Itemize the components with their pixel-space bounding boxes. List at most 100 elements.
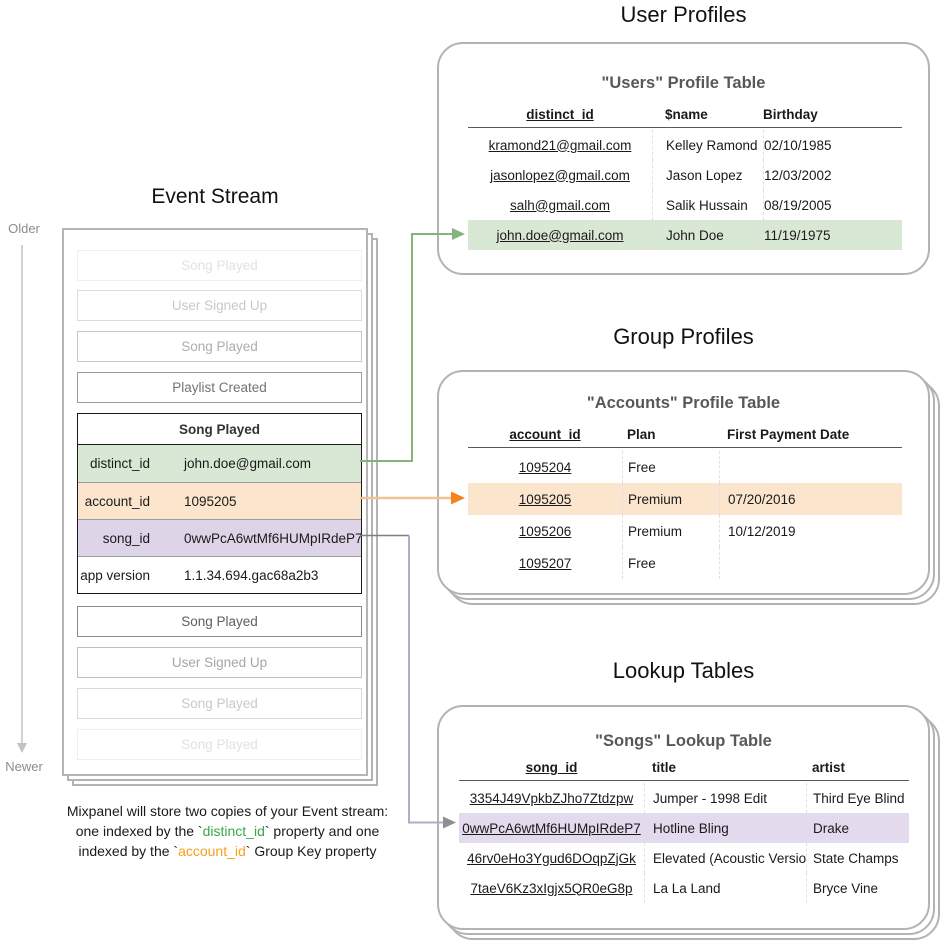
title-cell: Hotline Bling xyxy=(644,813,806,843)
timeline-arrow xyxy=(17,245,27,753)
column-header: song_id xyxy=(525,760,578,775)
event-property-account-id: account_id 1095205 xyxy=(78,482,361,519)
title-cell: La La Land xyxy=(644,873,806,903)
event-item: Song Played xyxy=(77,688,362,719)
highlighted-table-row: 1095205 Premium 07/20/2016 xyxy=(468,483,902,515)
caption-line-3: indexed by the `account_id` Group Key pr… xyxy=(78,843,377,859)
diagram-caption: Mixpanel will store two copies of your E… xyxy=(15,801,440,861)
expanded-event-name: Song Played xyxy=(78,414,361,445)
artist-cell: Drake xyxy=(806,813,909,843)
users-profile-card: "Users" Profile Table distinct_id $name … xyxy=(437,42,930,275)
lookup-tables-title: Lookup Tables xyxy=(612,658,755,683)
column-header: artist xyxy=(812,760,846,775)
column-header: Birthday xyxy=(763,107,818,122)
birthday-cell: 11/19/1975 xyxy=(763,220,902,250)
table-row: salh@gmail.com Salik Hussain 08/19/2005 xyxy=(468,190,902,220)
accounts-table-header: account_id Plan First Payment Date xyxy=(468,422,902,448)
song-id-cell: 0wwPcA6wtMf6HUMpIRdeP7 xyxy=(462,820,641,836)
song-id-cell: 46rv0eHo3Ygud6DOqpZjGk xyxy=(467,850,636,866)
songs-table-body: 3354J49VpkbZJho7Ztdzpw Jumper - 1998 Edi… xyxy=(459,783,909,903)
name-cell: Kelley Ramond xyxy=(652,130,763,160)
property-value: 1.1.34.694.gac68a2b3 xyxy=(184,567,319,583)
plan-cell: Free xyxy=(622,547,719,579)
table-row: jasonlopez@gmail.com Jason Lopez 12/03/2… xyxy=(468,160,902,190)
property-key: distinct_id xyxy=(89,456,150,471)
users-table-header: distinct_id $name Birthday xyxy=(468,102,902,128)
table-row: 1095207 Free xyxy=(468,547,902,579)
distinct-id-cell: salh@gmail.com xyxy=(510,197,610,213)
song-id-cell: 3354J49VpkbZJho7Ztdzpw xyxy=(469,790,634,806)
event-property-song-id: song_id 0wwPcA6wtMf6HUMpIRdeP7 xyxy=(78,519,363,556)
accounts-table-body: 1095204 Free 1095205 Premium 07/20/2016 … xyxy=(468,451,902,579)
property-value: 1095205 xyxy=(184,493,237,509)
song-id-cell: 7taeV6Kz3xIgjx5QR0eG8p xyxy=(470,880,633,896)
column-header: $name xyxy=(665,107,708,122)
plan-cell: Premium xyxy=(622,483,719,515)
event-item: Song Played xyxy=(77,250,362,281)
highlighted-table-row: 0wwPcA6wtMf6HUMpIRdeP7 Hotline Bling Dra… xyxy=(459,813,909,843)
name-cell: Jason Lopez xyxy=(652,160,763,190)
distinct-id-cell: kramond21@gmail.com xyxy=(488,137,632,153)
property-key: account_id xyxy=(84,493,150,509)
property-value: 0wwPcA6wtMf6HUMpIRdeP7 xyxy=(184,530,363,546)
event-stream-title: Event Stream xyxy=(151,185,279,208)
songs-table-header: song_id title artist xyxy=(459,755,909,781)
column-header: distinct_id xyxy=(526,107,594,122)
event-item: Song Played xyxy=(77,331,362,362)
birthday-cell: 08/19/2005 xyxy=(763,190,902,220)
event-property-app-version: app version 1.1.34.694.gac68a2b3 xyxy=(78,556,361,593)
distinct-id-code: distinct_id xyxy=(202,823,265,839)
property-key: song_id xyxy=(102,530,150,546)
event-property-distinct-id: distinct_id john.doe@gmail.com xyxy=(78,445,361,482)
table-row: 7taeV6Kz3xIgjx5QR0eG8p La La Land Bryce … xyxy=(459,873,909,903)
table-row: 1095204 Free xyxy=(468,451,902,483)
property-value: john.doe@gmail.com xyxy=(184,456,312,471)
users-table-body: kramond21@gmail.com Kelley Ramond 02/10/… xyxy=(468,130,902,250)
plan-cell: Free xyxy=(622,451,719,483)
name-cell: Salik Hussain xyxy=(652,190,763,220)
title-cell: Elevated (Acoustic Version) xyxy=(644,843,806,873)
name-cell: John Doe xyxy=(652,220,763,250)
artist-cell: State Champs xyxy=(806,843,909,873)
distinct-id-cell: jasonlopez@gmail.com xyxy=(490,167,630,183)
distinct-id-cell: john.doe@gmail.com xyxy=(496,227,624,243)
artist-cell: Bryce Vine xyxy=(806,873,909,903)
plan-cell: Premium xyxy=(622,515,719,547)
account-id-cell: 1095207 xyxy=(518,555,572,571)
artist-cell: Third Eye Blind xyxy=(806,783,909,813)
birthday-cell: 12/03/2002 xyxy=(763,160,902,190)
accounts-profile-card: "Accounts" Profile Table account_id Plan… xyxy=(437,370,930,595)
event-item: Song Played xyxy=(77,606,362,637)
older-label: Older xyxy=(8,221,40,236)
birthday-cell: 02/10/1985 xyxy=(763,130,902,160)
first-payment-cell: 10/12/2019 xyxy=(719,515,902,547)
table-row: 3354J49VpkbZJho7Ztdzpw Jumper - 1998 Edi… xyxy=(459,783,909,813)
accounts-card-title: "Accounts" Profile Table xyxy=(586,394,781,412)
column-header: title xyxy=(652,760,677,775)
column-header: First Payment Date xyxy=(727,427,850,442)
users-card-title: "Users" Profile Table xyxy=(601,74,766,92)
event-stream-container: Song Played User Signed Up Song Played P… xyxy=(62,228,368,776)
user-profiles-title: User Profiles xyxy=(620,2,747,27)
account-id-code: account_id xyxy=(178,843,246,859)
expanded-event-card: Song Played distinct_id john.doe@gmail.c… xyxy=(77,413,363,594)
first-payment-cell xyxy=(719,451,902,483)
event-item: Playlist Created xyxy=(77,372,362,403)
songs-card-title: "Songs" Lookup Table xyxy=(595,732,772,750)
first-payment-cell xyxy=(719,547,902,579)
property-key: app version xyxy=(80,567,150,583)
highlighted-table-row: john.doe@gmail.com John Doe 11/19/1975 xyxy=(468,220,902,250)
newer-label: Newer xyxy=(5,759,43,774)
songs-lookup-card: "Songs" Lookup Table song_id title artis… xyxy=(437,705,930,930)
account-id-cell: 1095204 xyxy=(518,459,572,475)
title-cell: Jumper - 1998 Edit xyxy=(644,783,806,813)
column-header: Plan xyxy=(627,427,656,442)
group-profiles-title: Group Profiles xyxy=(613,324,754,349)
event-item: Song Played xyxy=(77,729,362,760)
account-id-cell: 1095205 xyxy=(518,491,572,507)
event-item: User Signed Up xyxy=(77,290,362,321)
event-item: User Signed Up xyxy=(77,647,362,678)
column-header: account_id xyxy=(509,427,581,442)
caption-line-2: one indexed by the `distinct_id` propert… xyxy=(75,823,380,839)
